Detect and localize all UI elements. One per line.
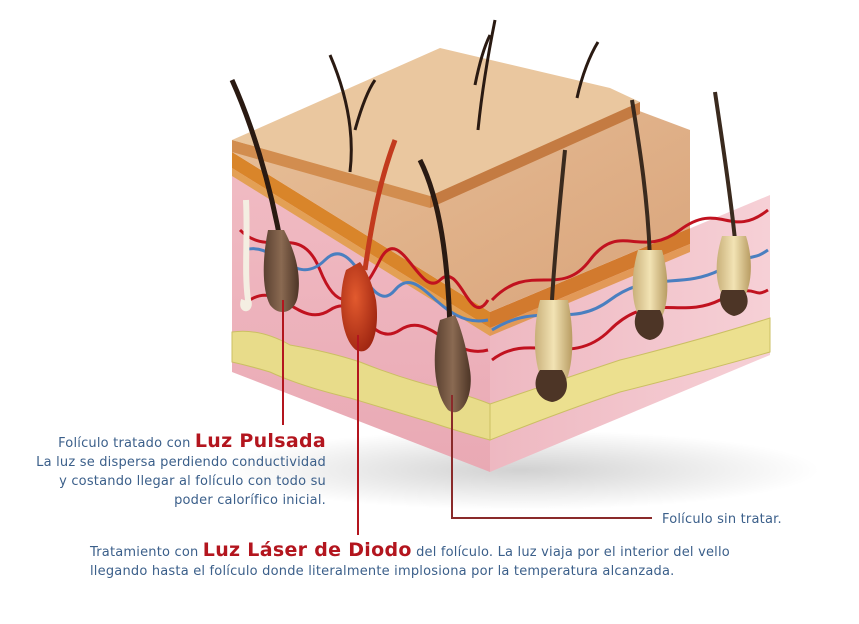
nerve-ending <box>240 199 252 312</box>
skin-surface-top-side <box>430 102 640 208</box>
hair-diodo <box>362 139 398 271</box>
follicle-bulb-side-3 <box>719 290 748 316</box>
follicle-bulb-side-2 <box>634 310 664 340</box>
caption-pulsada-line2: y costando llegar al folículo con todo s… <box>59 474 326 489</box>
follicle-bulb-side-1 <box>535 370 567 402</box>
hair-side-3 <box>713 91 737 241</box>
hair-pulsada <box>229 78 285 251</box>
block-shadow <box>220 430 820 510</box>
caption-foliculo-sin-tratar: Folículo sin tratar. <box>662 512 782 527</box>
epidermis-orange-layer-front <box>232 152 490 328</box>
follicle-sin-tratar <box>434 315 471 413</box>
skin-surface-top-edge <box>232 48 640 196</box>
leader-line-sin-tratar <box>451 395 652 519</box>
hair-strand <box>473 34 492 86</box>
caption-pulsada-highlight: Luz Pulsada <box>194 430 326 452</box>
follicle-diodo <box>341 262 378 352</box>
hair-side-2 <box>630 99 652 261</box>
hair-strand <box>575 41 600 99</box>
follicle-pulsada <box>263 230 299 313</box>
caption-diodo-line2: llegando hasta el folículo donde literal… <box>90 564 675 579</box>
hair-strand <box>328 54 353 173</box>
caption-pulsada-prefix: Folículo tratado con <box>58 436 191 451</box>
epidermis-tan-layer-front <box>232 168 490 336</box>
blood-vessel-front <box>238 228 490 310</box>
fat-layer-side <box>489 317 771 441</box>
hair-side-1 <box>550 149 567 301</box>
caption-laser-diodo: Tratamiento con Luz Láser de Diodo del f… <box>90 541 830 581</box>
hair-strand <box>476 19 497 131</box>
hair-sin-tratar <box>417 158 453 331</box>
blood-vessel-side <box>490 208 769 302</box>
caption-pulsada-line3: poder calorífico inicial. <box>174 493 326 508</box>
caption-diodo-highlight: Luz Láser de Diodo <box>202 539 412 561</box>
caption-diodo-prefix: Tratamiento con <box>90 545 199 560</box>
caption-diodo-suffix: del folículo. La luz viaja por el interi… <box>416 545 730 560</box>
caption-luz-pulsada: Folículo tratado con Luz Pulsada La luz … <box>6 432 326 510</box>
hair-strand <box>353 79 377 131</box>
caption-pulsada-line1: La luz se dispersa perdiendo conductivid… <box>36 455 326 470</box>
